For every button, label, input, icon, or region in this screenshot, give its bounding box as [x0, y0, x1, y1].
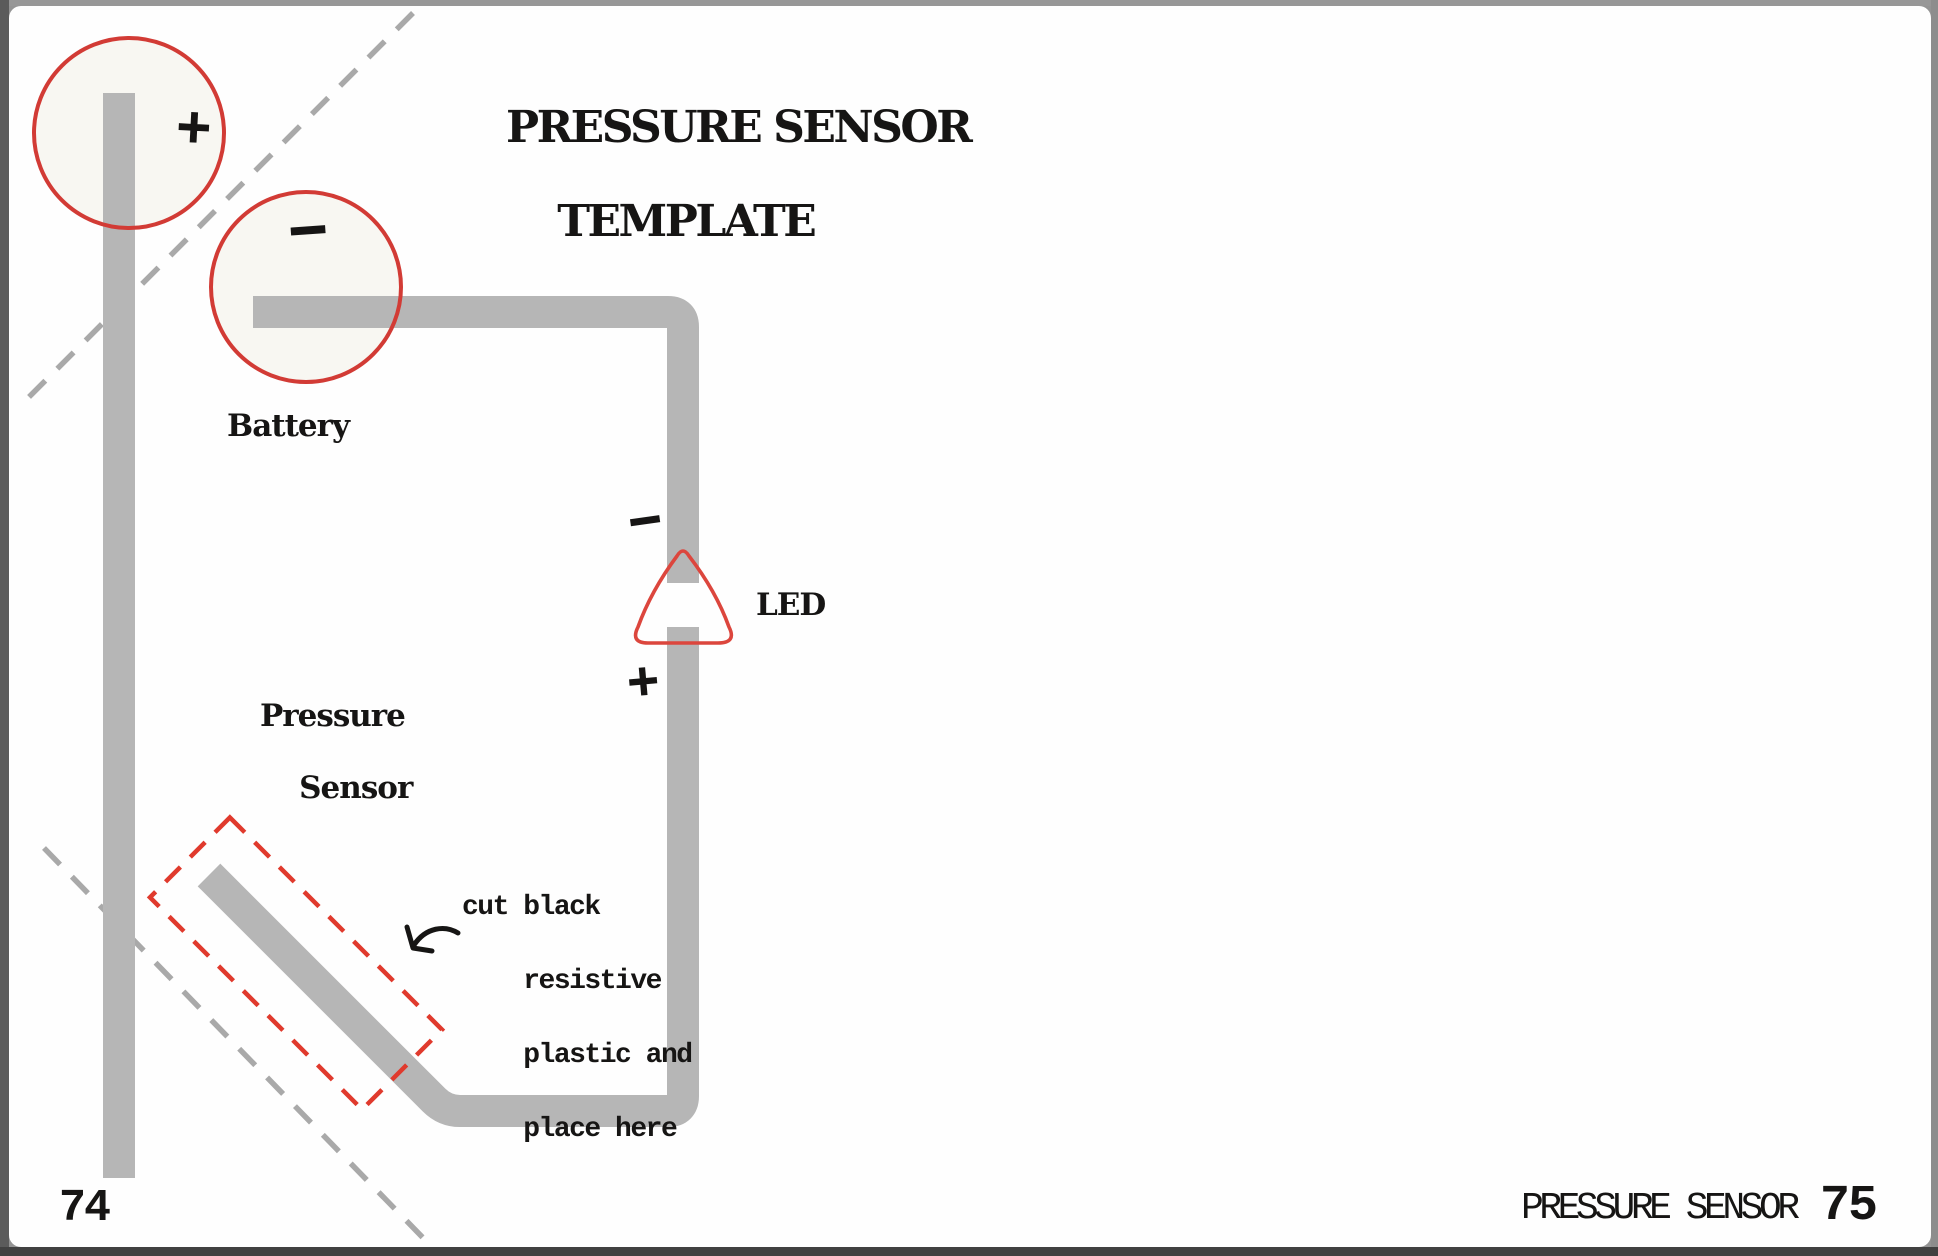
battery-negative-terminal-outline: [209, 190, 403, 384]
page-title-line1: PRESSURE SENSOR: [506, 102, 973, 153]
cut-plastic-annotation: cut black resistive plastic and place he…: [462, 889, 693, 1148]
annotation-line3: plastic and: [523, 1040, 693, 1071]
page-number-right: 75: [1820, 1178, 1878, 1235]
annotation-arrow-curve: [411, 926, 461, 948]
page-title-line2: TEMPLATE: [557, 196, 817, 247]
pressure-sensor-label-line1: Pressure: [260, 698, 406, 734]
battery-minus-sign: −: [283, 197, 333, 262]
annotation-arrow-head: [404, 924, 435, 954]
page-number-left: 74: [59, 1183, 111, 1234]
battery-negative-terminal-fill: [211, 192, 401, 382]
footer-section-label: PRESSURE SENSOR: [1521, 1187, 1800, 1230]
pressure-sensor-label-line2: Sensor: [299, 770, 413, 806]
led-plus-sign: +: [623, 653, 664, 706]
led-label: LED: [756, 587, 826, 623]
scan-border-left: [0, 0, 9, 1256]
led-minus-sign: −: [622, 491, 668, 549]
battery-plus-sign: +: [173, 97, 216, 154]
annotation-line2: resistive: [523, 966, 662, 997]
pressure-sensor-label: Pressure Sensor: [260, 698, 413, 806]
page-title: PRESSURE SENSOR TEMPLATE: [506, 102, 973, 247]
battery-positive-terminal-outline: [32, 36, 226, 230]
battery-label: Battery: [227, 408, 350, 444]
annotation-line4: place here: [523, 1114, 678, 1145]
trace-led-to-sensor: [197, 627, 699, 1127]
resistive-plastic-placement-outline: [146, 814, 446, 1113]
scan-border-top: [0, 0, 1938, 6]
trace-top-to-led: [253, 296, 699, 583]
scan-border-right: [1931, 0, 1938, 1256]
led-symbol-outline: [633, 549, 734, 645]
annotation-line1: cut black: [462, 892, 601, 923]
diagonal-dashed-guide-top: [16, 11, 415, 410]
scan-border-bottom: [0, 1247, 1938, 1256]
